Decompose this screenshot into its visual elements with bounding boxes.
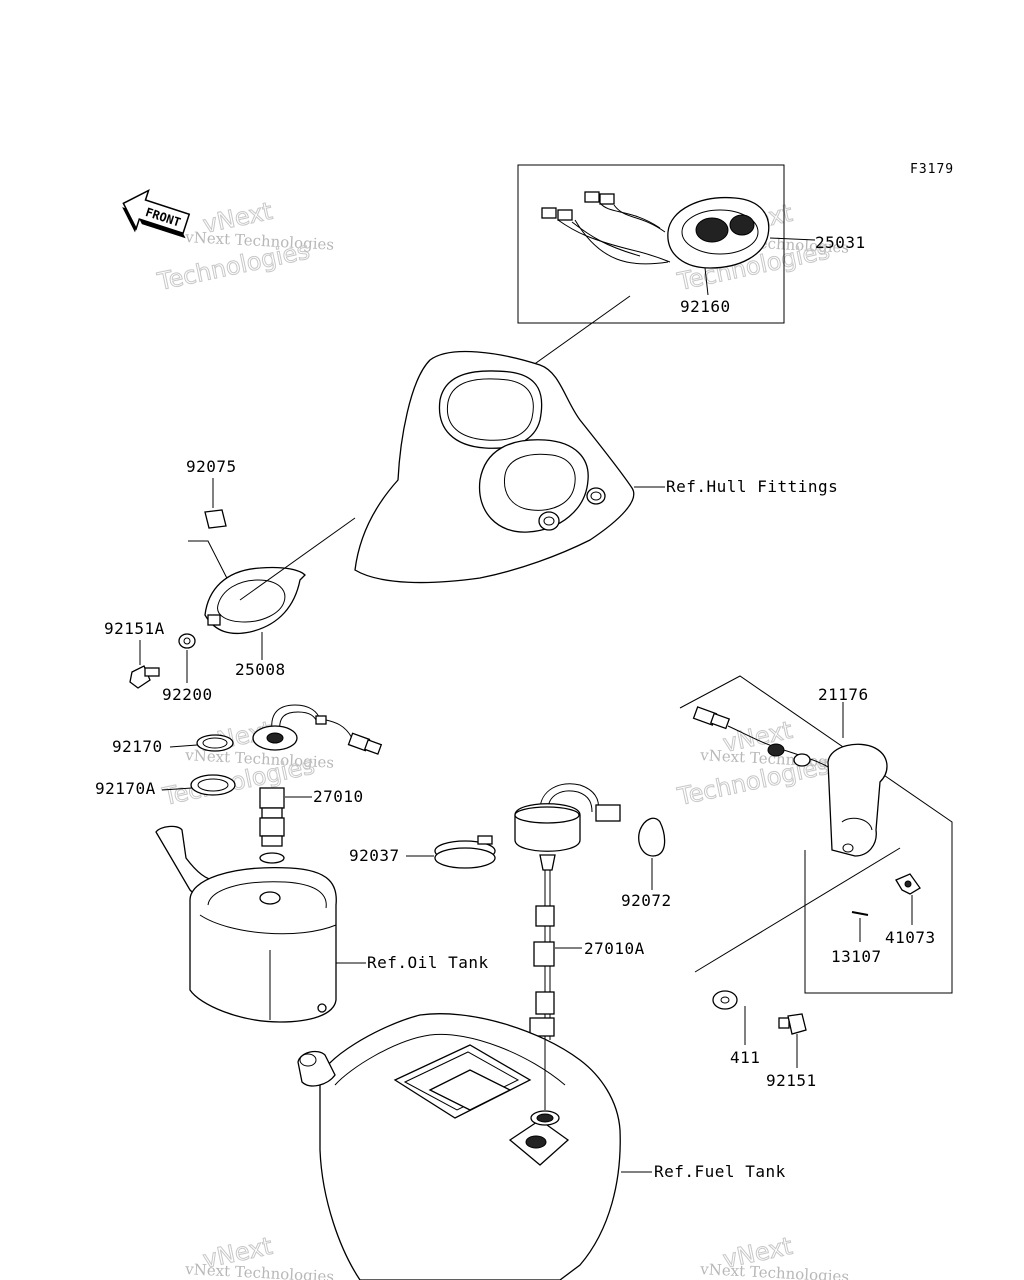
bolt-92151: [778, 1013, 807, 1035]
callout-25031: 25031: [815, 233, 866, 252]
oil-tank: [155, 825, 366, 1023]
meter-assembly: [517, 164, 816, 324]
callout-92072: 92072: [621, 891, 672, 910]
bolt-92151a: [129, 665, 160, 689]
oil-level-sensor: [252, 704, 383, 864]
ref-oil-tank: Ref.Oil Tank: [367, 953, 489, 972]
callout-92160: 92160: [680, 297, 731, 316]
washer-92200: [178, 633, 196, 649]
callout-92200: 92200: [162, 685, 213, 704]
ref-hull-fittings: Ref.Hull Fittings: [666, 477, 838, 496]
washer-411: [712, 990, 738, 1010]
callout-92075: 92075: [186, 457, 237, 476]
speed-sensor-assembly: [679, 675, 953, 994]
figure-id: F3179: [910, 162, 954, 177]
clamp-92170: [196, 734, 234, 752]
meter-bracket: [204, 566, 306, 660]
hull-fitting: [354, 350, 665, 584]
callout-27010a: 27010A: [584, 939, 645, 958]
callout-13107: 13107: [831, 947, 882, 966]
fuel-level-sensor: [514, 783, 621, 1040]
callout-92170: 92170: [112, 737, 163, 756]
svg-text:vNext Technologies: vNext Technologies: [184, 1260, 335, 1280]
fuel-tank: [297, 1013, 652, 1280]
callout-92151a: 92151A: [104, 619, 165, 638]
callout-25008: 25008: [235, 660, 286, 679]
clamp-92037: [434, 835, 496, 869]
callout-41073: 41073: [885, 928, 936, 947]
callout-27010: 27010: [313, 787, 364, 806]
front-arrow-icon: FRONT: [122, 189, 191, 239]
clamp-92170a: [190, 774, 236, 796]
svg-text:vNext Technologies: vNext Technologies: [699, 1260, 850, 1280]
band-92072: [638, 817, 666, 857]
callout-92151: 92151: [766, 1071, 817, 1090]
clip-41073: [895, 873, 921, 895]
callout-21176: 21176: [818, 685, 869, 704]
callout-411: 411: [730, 1048, 760, 1067]
ref-fuel-tank: Ref.Fuel Tank: [654, 1162, 786, 1181]
callout-92037: 92037: [349, 846, 400, 865]
callout-92170a: 92170A: [95, 779, 156, 798]
